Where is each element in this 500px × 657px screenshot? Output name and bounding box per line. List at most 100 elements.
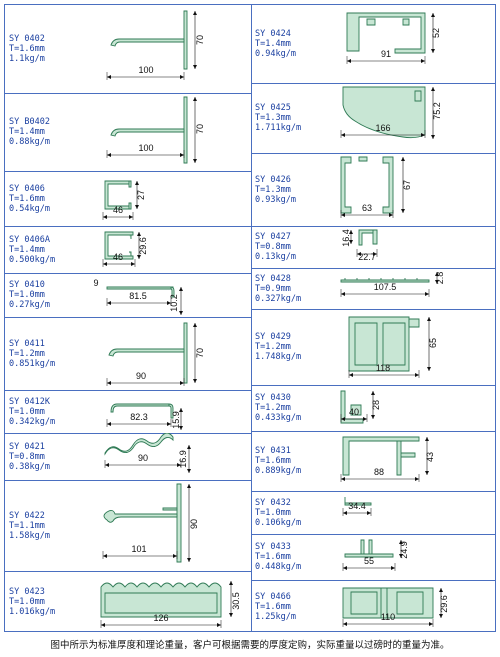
- spec-code: SY 0422: [9, 510, 45, 521]
- spec-weight: 0.13kg/m: [255, 252, 296, 262]
- dim-height-text: 2.8: [435, 272, 445, 285]
- profile-section-drawing: 34.4: [337, 491, 496, 534]
- spec-thickness: T=1.4mm: [9, 127, 45, 137]
- spec-weight: 1.1kg/m: [9, 54, 45, 64]
- dim-width-text: 91: [381, 49, 391, 59]
- spec-thickness: T=1.3mm: [255, 113, 291, 123]
- dim-width-text: 55: [364, 556, 374, 566]
- spec-thickness: T=1.2mm: [255, 342, 291, 352]
- spec-code: SY 0412K: [9, 396, 50, 407]
- dim-width-text: 110: [381, 612, 395, 622]
- dim-height-text: 90: [189, 519, 199, 529]
- spec-code: SY 0411: [9, 338, 45, 349]
- dim-width-text: 46: [113, 252, 123, 262]
- spec-code: SY 0423: [9, 587, 45, 597]
- profile-cross-section: 107.5 2.8: [340, 272, 445, 297]
- spec-thickness: T=1.6mm: [255, 456, 291, 466]
- spec-code: SY 0466: [255, 591, 291, 602]
- spec-thickness: T=1.4mm: [255, 39, 291, 49]
- spec-thickness: T=1.1mm: [9, 520, 45, 531]
- dim-height-text: 16.4: [341, 229, 351, 247]
- spec-weight: 1.25kg/m: [255, 611, 296, 622]
- dim-lip-text: 9: [93, 278, 98, 288]
- spec-code: SY 0431: [255, 446, 291, 456]
- spec-thickness: T=0.8mm: [255, 242, 291, 252]
- dim-width-text: 107.5: [374, 282, 397, 292]
- spec-code: SY 0427: [255, 232, 291, 242]
- spec-weight: 0.88kg/m: [9, 137, 50, 147]
- dim-height-text: 29.6: [138, 237, 148, 255]
- dim-height-text: 30.5: [231, 592, 241, 610]
- profile-cross-section: 34.4: [342, 497, 372, 516]
- spec-code: SY 0433: [255, 542, 291, 552]
- spec-code: SY 0406A: [9, 234, 50, 245]
- spec-weight: 0.500kg/m: [9, 254, 56, 265]
- dim-height-text: 16.9: [178, 450, 188, 468]
- spec-thickness: T=1.0mm: [9, 290, 45, 300]
- dim-height-text: 70: [195, 348, 205, 358]
- dim-width-text: 63: [362, 203, 372, 213]
- spec-thickness: T=0.8mm: [9, 451, 45, 462]
- dim-width-text: 82.3: [130, 412, 148, 422]
- spec-weight: 0.38kg/m: [9, 461, 50, 472]
- dim-height-text: 67: [402, 180, 412, 190]
- spec-code: SY 0406: [9, 183, 45, 194]
- spec-code: SY 0421: [9, 441, 45, 452]
- spec-thickness: T=1.2mm: [9, 348, 45, 359]
- dim-width-text: 40: [349, 407, 359, 417]
- spec-thickness: T=1.2mm: [255, 403, 291, 413]
- spec-weight: 1.58kg/m: [9, 530, 50, 541]
- dim-height-text: 43: [425, 452, 435, 462]
- dim-height-text: 10.2: [169, 294, 179, 312]
- profile-cross-section: 22.716.4: [341, 229, 378, 262]
- spec-thickness: T=1.0mm: [255, 507, 291, 518]
- spec-code: SY 0424: [255, 29, 291, 39]
- spec-thickness: T=1.3mm: [255, 184, 291, 195]
- dim-height-text: 65: [428, 338, 438, 348]
- profile-cross-section: 88 43: [340, 436, 435, 482]
- spec-weight: 0.106kg/m: [255, 517, 302, 528]
- spec-code: SY 0430: [255, 393, 291, 403]
- dim-width-text: 88: [374, 467, 384, 477]
- profile-section-drawing: 126 30.5: [91, 571, 251, 633]
- spec-code: SY 0429: [255, 332, 291, 342]
- dim-width-text: 126: [153, 613, 168, 623]
- spec-code: SY B0402: [9, 117, 50, 127]
- spec-thickness: T=1.6mm: [255, 601, 291, 612]
